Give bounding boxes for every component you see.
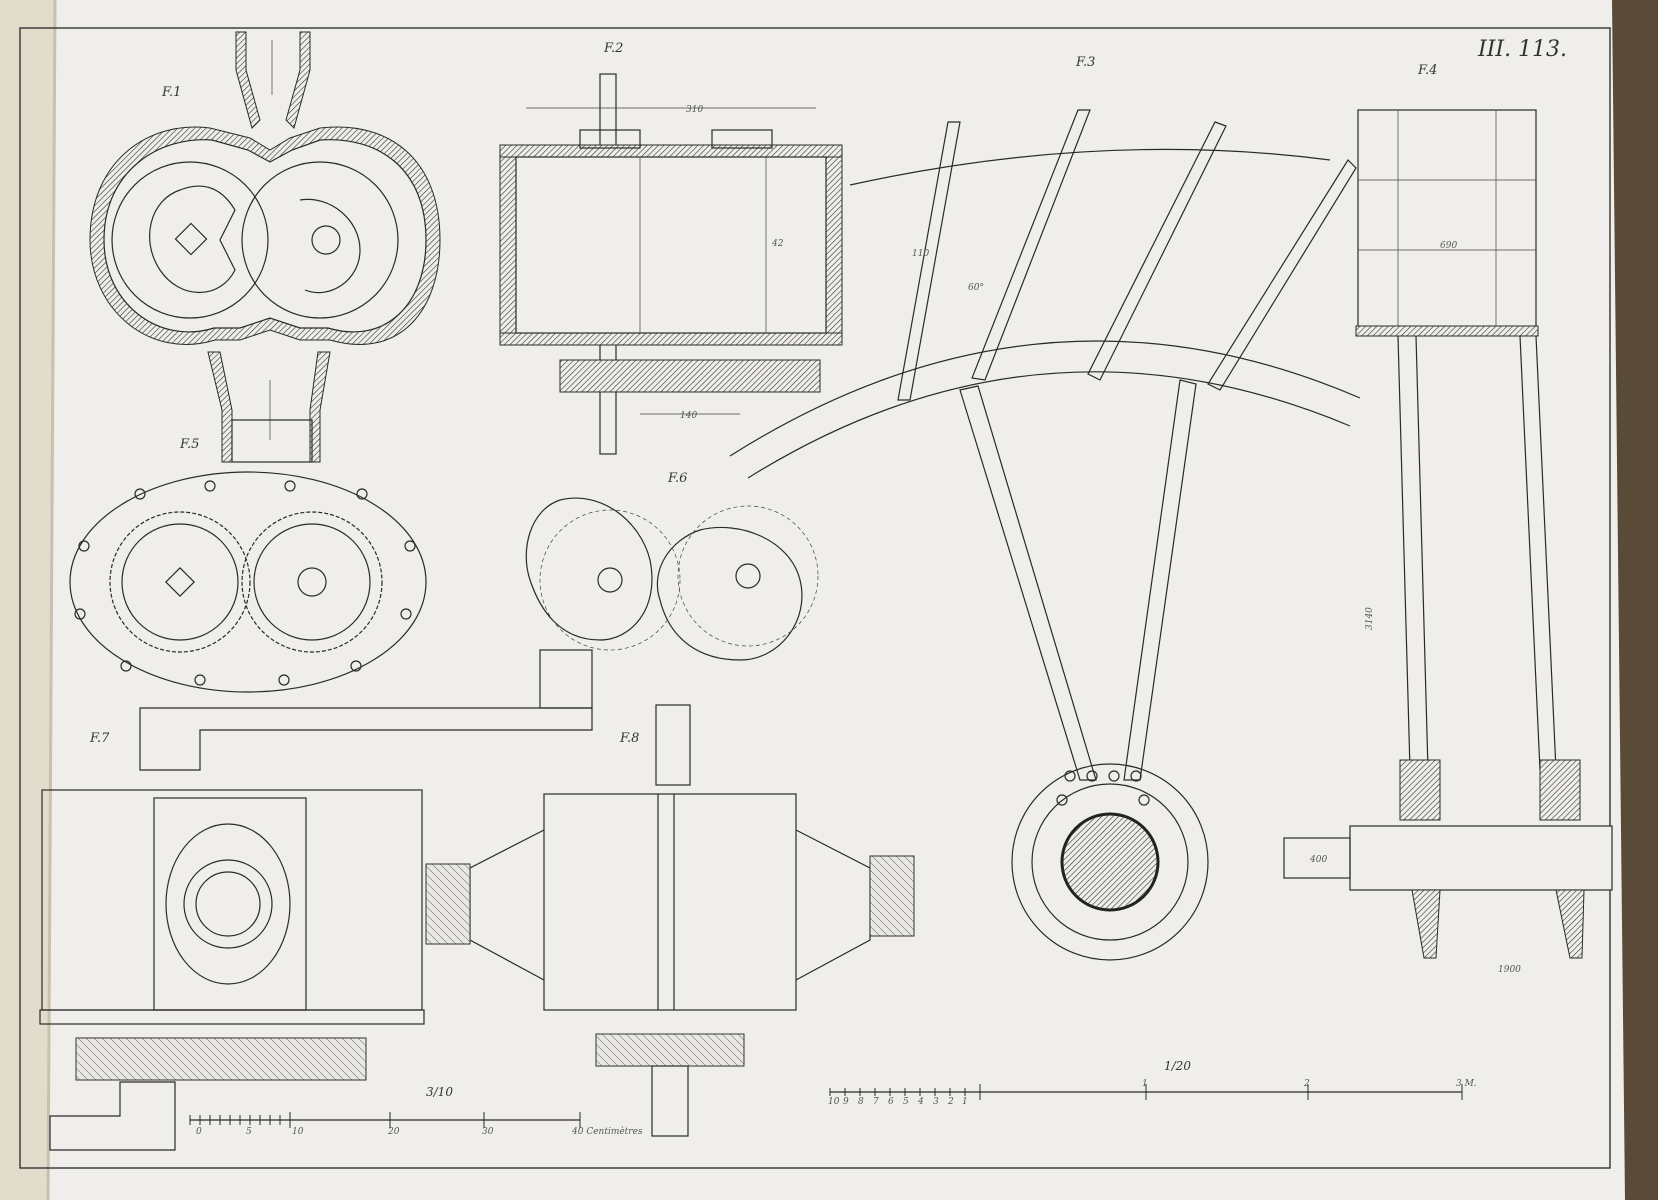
scale-left-ratio: 3/10 xyxy=(426,1085,453,1099)
figure-8-label: F.8 xyxy=(619,731,639,746)
figure-6-lobe-profile: F.6 xyxy=(525,471,819,661)
scale-right-tick-5: 5 xyxy=(903,1097,909,1107)
scale-left-tick-2: 10 xyxy=(292,1127,304,1137)
scale-right-tick-12: 3 M. xyxy=(1456,1079,1477,1089)
figure-8-pump-side: F.8 xyxy=(425,704,915,1137)
figure-3-waterwheel-segment: F.3 60° 110 xyxy=(729,55,1361,961)
scale-bar-left: 3/10 0 5 10 20 30 40 Centimètres xyxy=(190,1085,643,1137)
figure-1-rotary-pump-section: F.1 xyxy=(89,31,441,463)
figure-4-label: F.4 xyxy=(1417,63,1437,78)
scale-right-tick-10: 1 xyxy=(1142,1079,1148,1089)
hub-bolts xyxy=(1056,770,1150,806)
scale-right-tick-6: 4 xyxy=(917,1097,924,1107)
figure-5-gear-plate: F.5 xyxy=(69,437,427,693)
scale-right-tick-7: 3 xyxy=(933,1097,939,1107)
figure-4-wheel-cross-section: F.4 690 3140 400 1900 xyxy=(1283,63,1613,975)
scale-right-ratio: 1/20 xyxy=(1164,1059,1191,1073)
f3-side-dimension: 110 xyxy=(912,249,929,259)
f3-angle-dimension: 60° xyxy=(968,283,984,293)
scale-left-tick-0: 0 xyxy=(196,1127,202,1137)
figure-6-label: F.6 xyxy=(667,471,687,486)
figure-2-pump-side-section: F.2 310 42 140 xyxy=(499,41,843,455)
figure-7-pump-front: F.7 xyxy=(39,731,425,1151)
scale-right-tick-3: 7 xyxy=(873,1097,879,1107)
scale-right-tick-2: 8 xyxy=(858,1097,864,1107)
figure-5-label: F.5 xyxy=(179,437,199,452)
wheel-blades xyxy=(897,109,1357,401)
f4-bottom-dimension: 1900 xyxy=(1498,965,1521,975)
f2-width-dimension: 310 xyxy=(686,105,703,115)
scale-left-tick-4: 30 xyxy=(482,1127,494,1137)
scale-right-tick-1: 9 xyxy=(843,1097,849,1107)
scale-right-tick-0: 10 xyxy=(828,1097,840,1107)
scale-right-tick-8: 2 xyxy=(947,1097,954,1107)
f4-inner-dimension: 690 xyxy=(1440,241,1457,251)
figure-2-label: F.2 xyxy=(603,41,623,56)
scale-right-tick-11: 2 xyxy=(1303,1079,1310,1089)
scale-left-tick-5: 40 Centimètres xyxy=(571,1126,643,1137)
plate-number: III. 113. xyxy=(1477,37,1567,62)
figure-7-label: F.7 xyxy=(89,731,110,746)
f4-length-dimension: 3140 xyxy=(1365,607,1375,630)
scale-left-tick-3: 20 xyxy=(387,1127,400,1137)
f2-height-dimension: 42 xyxy=(771,239,784,249)
figure-1-label: F.1 xyxy=(161,85,181,100)
f2-bottom-dimension: 140 xyxy=(680,411,697,421)
plate-bolt-holes xyxy=(74,480,416,686)
scale-left-tick-1: 5 xyxy=(246,1127,252,1137)
scale-right-tick-4: 6 xyxy=(888,1097,894,1107)
figure-3-label: F.3 xyxy=(1075,55,1095,70)
f4-shaft-dimension: 400 xyxy=(1309,855,1327,865)
scale-right-tick-9: 1 xyxy=(962,1097,968,1107)
crank-handle xyxy=(139,649,593,771)
